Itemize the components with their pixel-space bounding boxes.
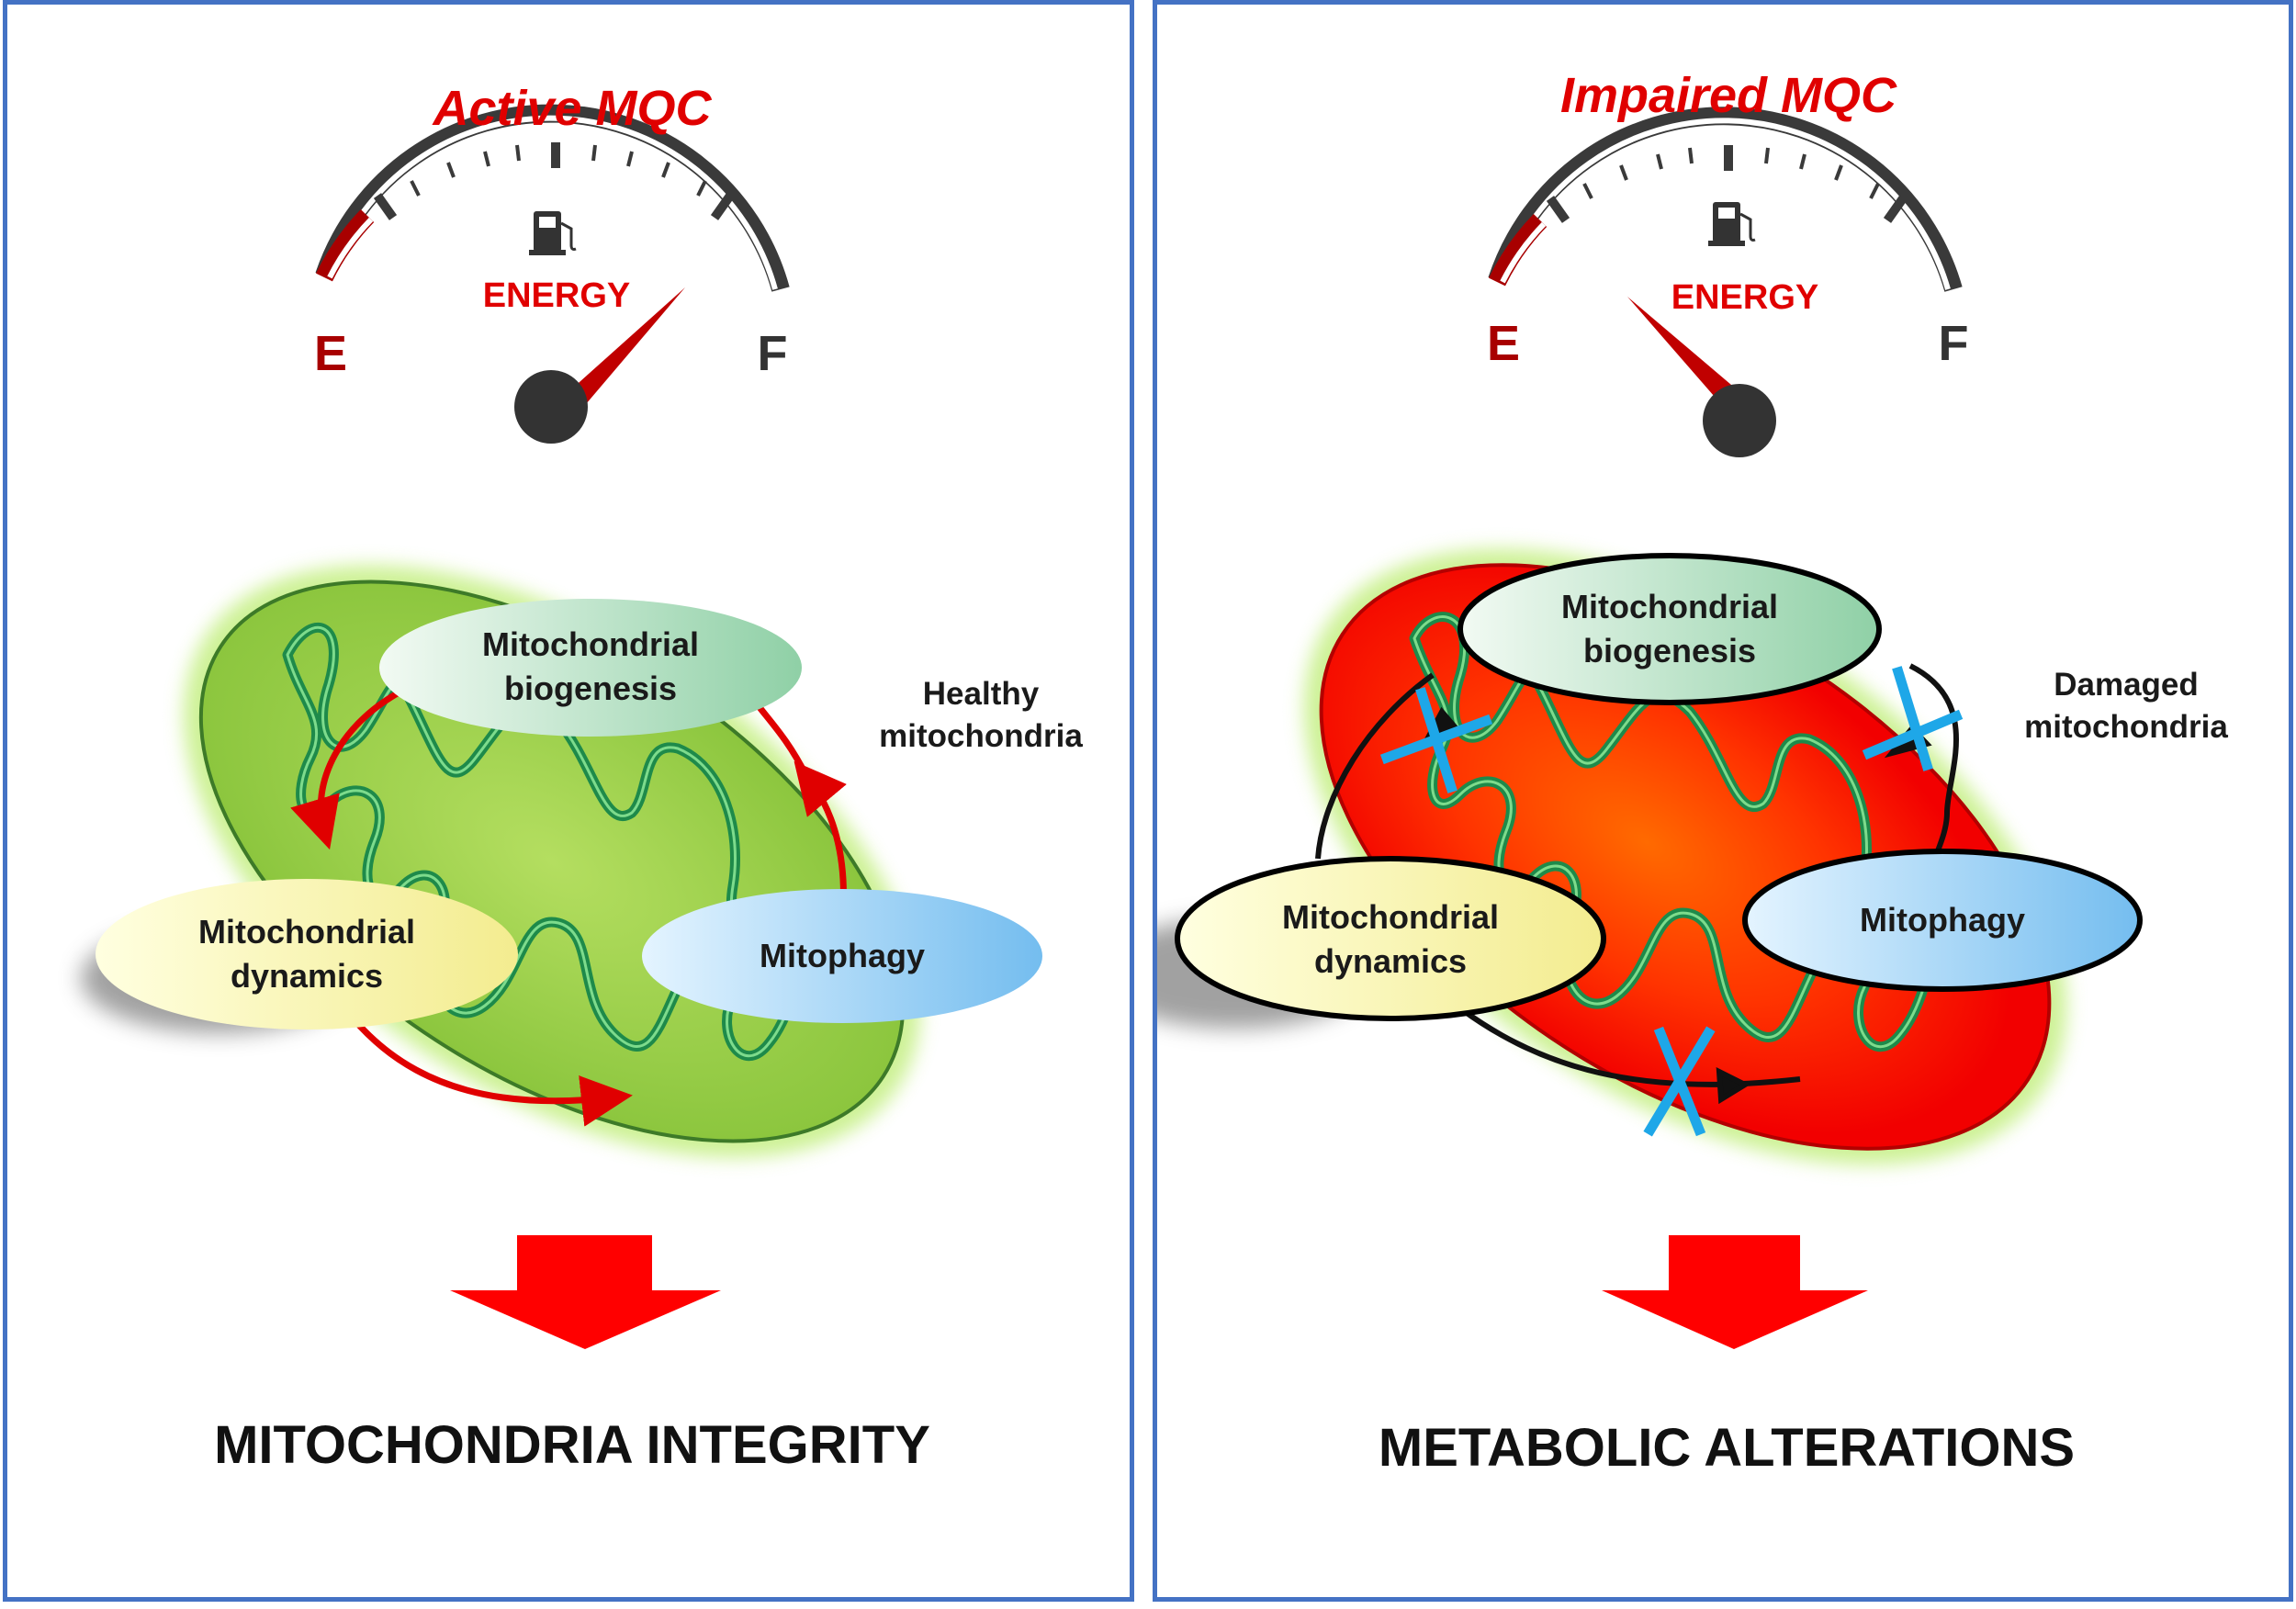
down-arrow [1602, 1235, 1868, 1349]
active-panel-graphics [81, 104, 1042, 1349]
dynamics-label: Mitochondrial dynamics [1282, 898, 1499, 980]
outcome-label: MITOCHONDRIA INTEGRITY [214, 1415, 930, 1475]
mitophagy-label: Mitophagy [760, 937, 925, 974]
gauge-empty-label: E [313, 326, 348, 381]
gauge-full-label: F [1938, 316, 1969, 371]
outcome-label: METABOLIC ALTERATIONS [1378, 1418, 2076, 1478]
gauge-needle [1627, 297, 1743, 411]
block-x-icon [1643, 1026, 1716, 1137]
block-x-icon [1379, 687, 1493, 793]
impaired-mqc-title: Impaired MQC [1559, 68, 1897, 123]
block-x-icons [1379, 666, 1964, 1137]
down-arrow [450, 1235, 721, 1349]
mitophagy-oval [642, 889, 1042, 1023]
energy-label: ENERGY [1671, 278, 1819, 317]
impaired-panel-graphics [1157, 107, 2143, 1349]
fuel-pump-icon [1708, 202, 1756, 246]
energy-label: ENERGY [482, 276, 631, 315]
dynamics-oval [1175, 856, 1606, 1021]
gauge-ticks [1582, 147, 1880, 199]
healthy-mitochondria-label: Healthy mitochondria [879, 676, 1083, 754]
energy-gauge [1488, 107, 1963, 457]
gauge-full-label: F [757, 326, 788, 381]
biogenesis-oval [379, 599, 802, 737]
fuel-pump-icon [529, 211, 577, 255]
energy-gauge [315, 104, 790, 444]
active-mqc-title: Active MQC [433, 81, 712, 136]
mitophagy-label: Mitophagy [1860, 901, 2025, 939]
gauge-empty-label: E [1486, 316, 1521, 371]
biogenesis-label: Mitochondrial biogenesis [482, 625, 699, 707]
gauge-hub [1703, 384, 1776, 457]
block-x-icon [1862, 666, 1964, 771]
biogenesis-oval [1458, 553, 1882, 705]
damaged-mitochondria-label: Damaged mitochondria [2024, 667, 2228, 745]
dynamics-label: Mitochondrial dynamics [198, 913, 415, 995]
panel-impaired-mqc: Impaired MQC ENERGY E F Mitochondrial bi… [1153, 0, 2293, 1602]
mitophagy-oval [1742, 849, 2143, 992]
biogenesis-label: Mitochondrial biogenesis [1561, 588, 1778, 669]
healthy-mitochondrion [81, 565, 921, 1158]
gauge-hub [514, 370, 588, 444]
gauge-ticks [410, 144, 707, 197]
panel-active-mqc: Active MQC ENERGY E F Mitochondrial biog… [3, 0, 1134, 1602]
dynamics-oval [96, 879, 518, 1030]
